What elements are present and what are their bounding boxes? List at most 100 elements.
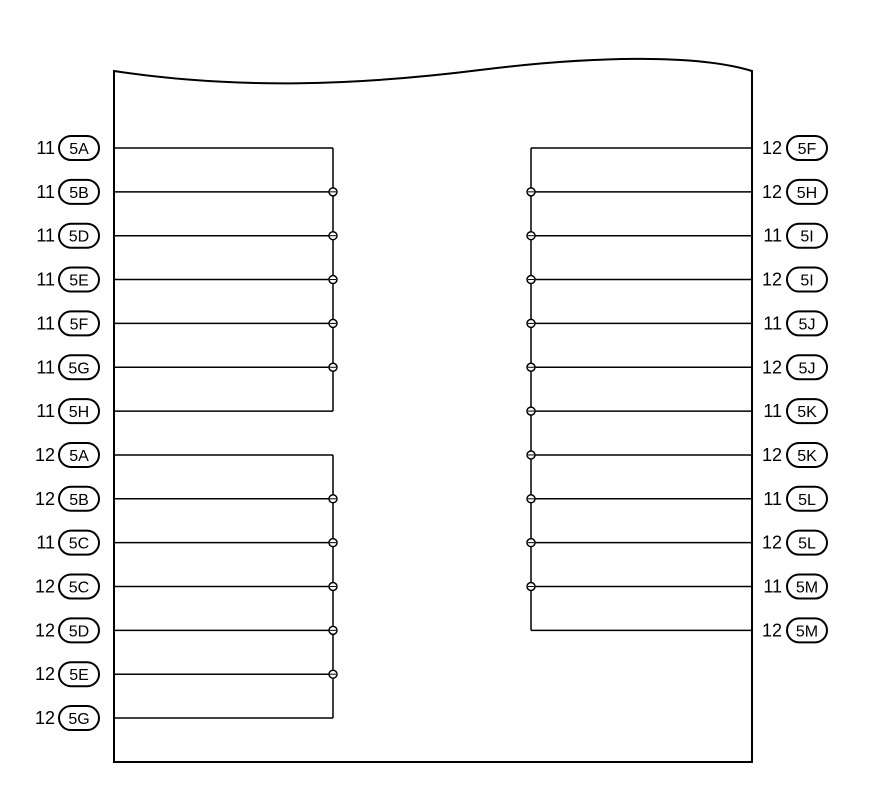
wire-row: 11 5J (531, 310, 828, 337)
pin-number: 11 (763, 226, 782, 246)
wire-row: 11 5H (36, 398, 333, 425)
connector-oval (58, 485, 100, 512)
pin-number: 11 (36, 357, 55, 377)
connector-label: 5G (68, 711, 89, 728)
wire-row: 12 5E (35, 661, 333, 688)
pin-number: 11 (36, 313, 55, 333)
connector-label: 5G (68, 360, 89, 377)
connector-oval (58, 178, 100, 205)
connector-label: 5L (798, 536, 816, 553)
connector-oval (58, 617, 100, 644)
connector-label: 5D (69, 229, 89, 246)
pin-number: 11 (763, 577, 782, 597)
connector-oval (58, 135, 100, 161)
wire-row: 12 5D (35, 617, 333, 644)
connector-label: 5I (800, 229, 813, 246)
connector-label: 5B (69, 492, 89, 509)
connector-oval (786, 178, 828, 205)
wire-row: 11 5A (36, 135, 333, 161)
housing-outline (113, 57, 753, 763)
wire-row: 12 5B (35, 485, 333, 512)
wire-row: 12 5C (35, 573, 333, 600)
connector-label: 5K (797, 404, 817, 421)
pin-number: 11 (36, 270, 55, 290)
connector-label: 5C (69, 536, 89, 553)
pin-number: 12 (762, 138, 782, 158)
wire-row: 12 5K (531, 441, 828, 468)
wire-row: 11 5L (531, 485, 828, 512)
pin-number: 12 (35, 445, 55, 465)
connector-oval (58, 573, 100, 600)
wire-row: 12 5L (531, 529, 828, 556)
connector-oval (786, 222, 828, 249)
pin-number: 11 (36, 401, 55, 421)
pin-number: 12 (762, 270, 782, 290)
connector-oval (58, 266, 100, 293)
connector-label: 5F (798, 141, 817, 158)
connector-oval (58, 222, 100, 249)
pin-number: 12 (762, 445, 782, 465)
connector-label: 5I (800, 273, 813, 290)
connector-label: 5K (797, 448, 817, 465)
wire-row: 12 5G (35, 705, 333, 732)
connector-label: 5M (796, 580, 818, 597)
wire-row: 11 5C (36, 529, 333, 556)
pin-number: 12 (35, 664, 55, 684)
wire-row: 11 5G (36, 354, 333, 381)
connector-label: 5F (70, 316, 89, 333)
connector-label: 5H (797, 185, 817, 202)
connector-label: 5D (69, 623, 89, 640)
connector-oval (58, 441, 100, 468)
connector-oval (786, 485, 828, 512)
wire-row: 11 5I (531, 222, 828, 249)
connector-oval (58, 661, 100, 688)
pin-number: 11 (36, 138, 55, 158)
connector-oval (786, 573, 828, 600)
connector-label: 5E (69, 667, 89, 684)
wire-row: 12 5I (531, 266, 828, 293)
connector-label: 5H (69, 404, 89, 421)
connector-oval (58, 354, 100, 381)
connector-label: 5J (799, 360, 816, 377)
connector-label: 5A (69, 141, 89, 158)
pin-number: 12 (35, 708, 55, 728)
pin-number: 12 (762, 533, 782, 553)
pin-number: 12 (762, 357, 782, 377)
connector-oval (786, 354, 828, 381)
connector-label: 5J (799, 316, 816, 333)
connector-oval (786, 441, 828, 468)
connector-oval (58, 705, 100, 732)
pin-number: 12 (762, 620, 782, 640)
connector-label: 5A (69, 448, 89, 465)
pin-number: 11 (36, 182, 55, 202)
connector-oval (786, 398, 828, 425)
connector-label: 5M (796, 623, 818, 640)
connector-oval (58, 398, 100, 425)
connector-oval (786, 135, 828, 161)
connector-label: 5C (69, 580, 89, 597)
pin-number: 11 (36, 226, 55, 246)
pin-number: 11 (763, 313, 782, 333)
wire-row: 11 5F (36, 310, 333, 337)
wire-row: 12 5A (35, 441, 333, 468)
wire-row: 11 5M (531, 573, 828, 600)
pin-number: 12 (35, 489, 55, 509)
connector-oval (58, 529, 100, 556)
connector-label: 5L (798, 492, 816, 509)
connector-oval (786, 529, 828, 556)
wire-row: 11 5D (36, 222, 333, 249)
pin-number: 12 (35, 620, 55, 640)
connector-oval (786, 617, 828, 644)
pin-number: 11 (36, 533, 55, 553)
pin-number: 11 (763, 489, 782, 509)
wire-row: 12 5F (531, 135, 828, 161)
connector-oval (786, 310, 828, 337)
pin-number: 12 (35, 577, 55, 597)
